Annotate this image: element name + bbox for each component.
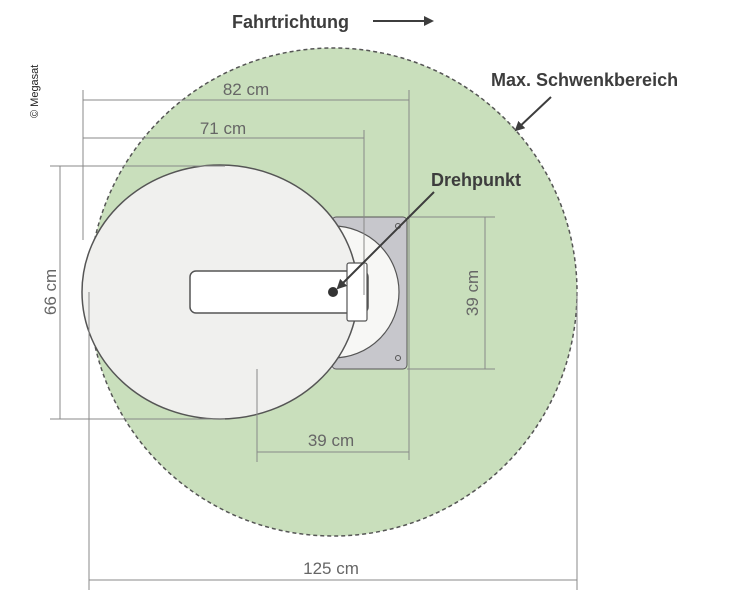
dim-39-horizontal-label: 39 cm <box>308 431 354 450</box>
plate-hole <box>395 355 401 361</box>
dim-39-vertical-label: 39 cm <box>463 270 482 316</box>
dim-125-label: 125 cm <box>303 559 359 578</box>
dimension-lines <box>50 90 578 590</box>
max-swing-label: Max. Schwenkbereich <box>491 70 678 90</box>
pivot-point <box>328 287 338 297</box>
dim-66-label: 66 cm <box>41 269 60 315</box>
pivot-label: Drehpunkt <box>431 170 521 190</box>
max-swing-arrow-icon <box>514 96 552 132</box>
dim-82-label: 82 cm <box>223 80 269 99</box>
direction-label: Fahrtrichtung <box>232 12 349 32</box>
copyright-label: © Megasat <box>29 65 41 118</box>
lnb-arm <box>189 270 369 314</box>
pivot-arrow-icon <box>336 191 435 290</box>
dim-71-label: 71 cm <box>200 119 246 138</box>
lnb-clamp <box>346 262 368 322</box>
